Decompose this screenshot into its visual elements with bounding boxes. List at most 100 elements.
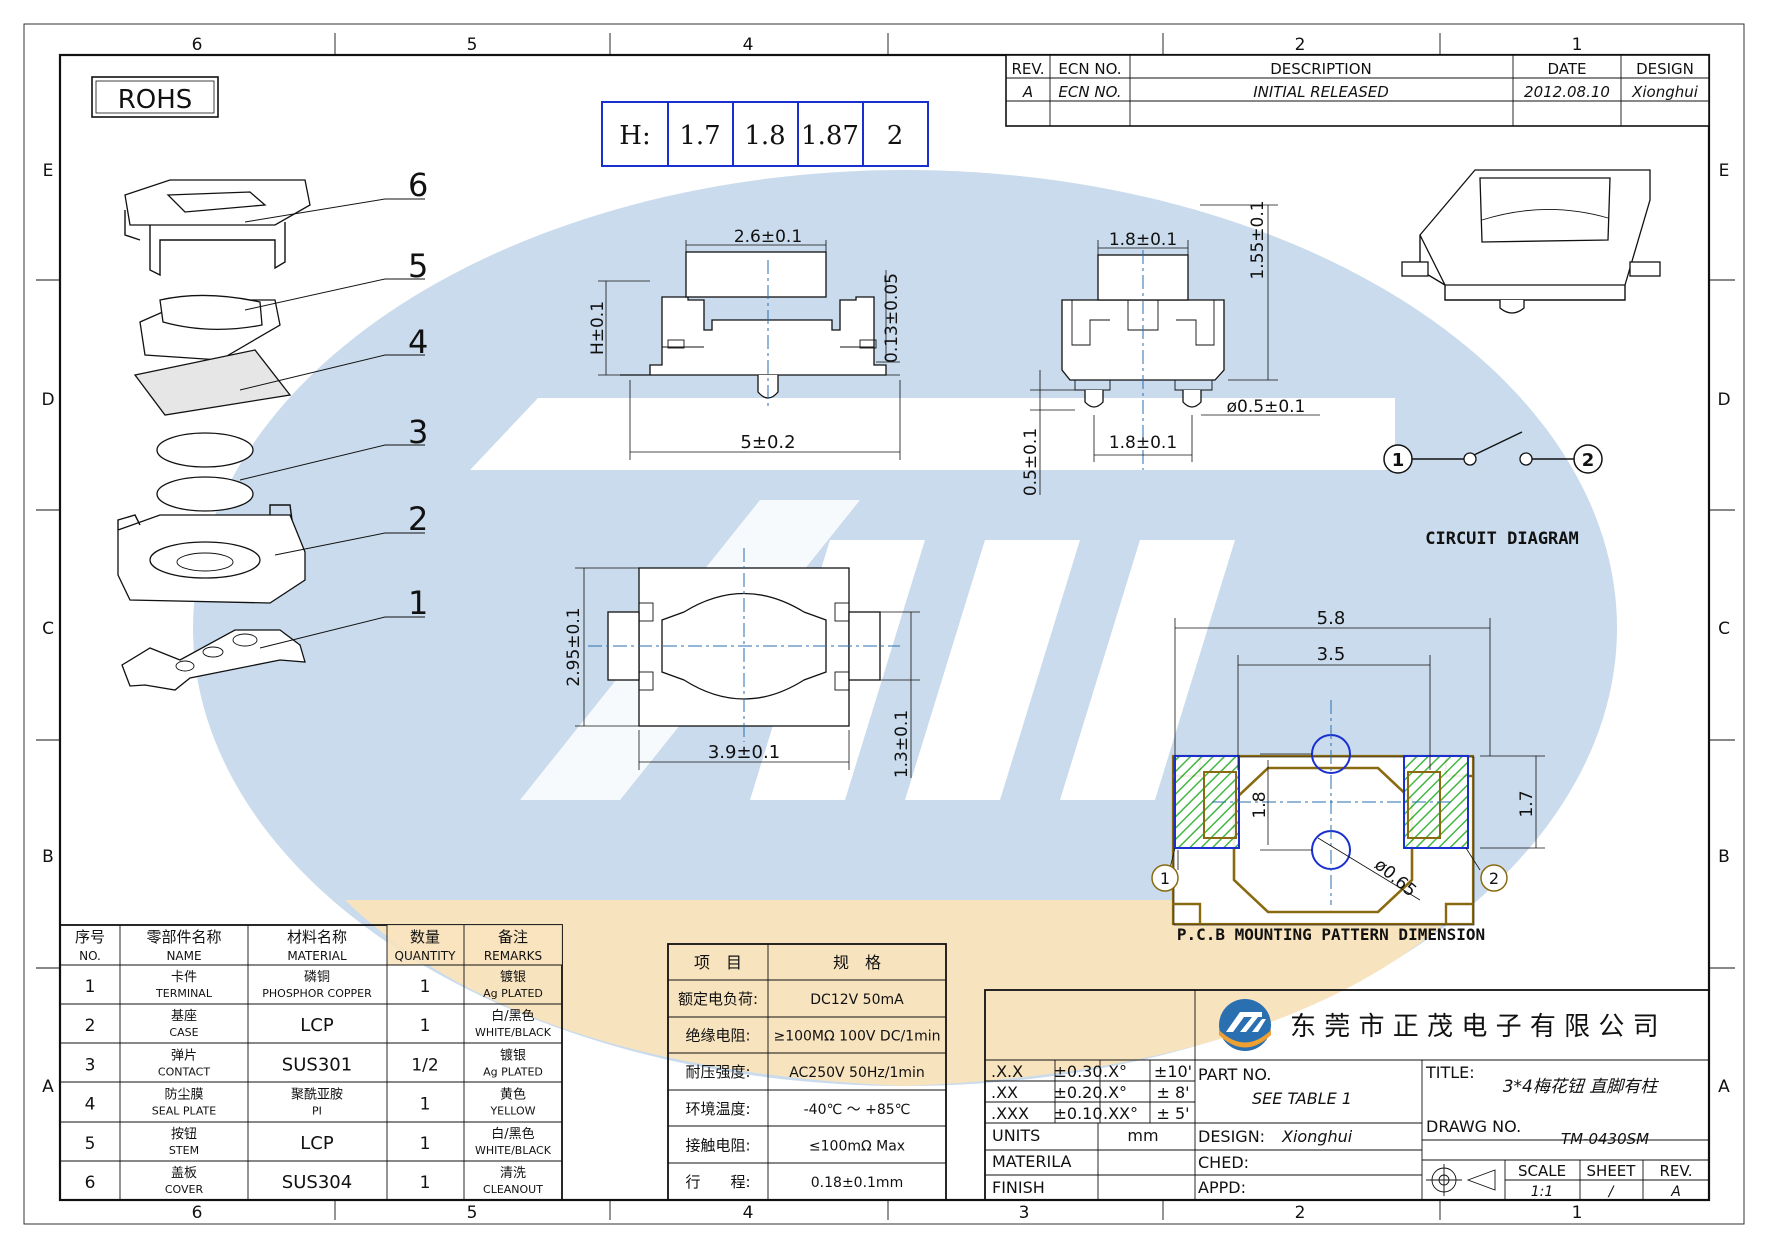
part-case (117, 504, 306, 604)
height-value: 2 (887, 121, 904, 151)
rev-header: DESIGN (1636, 60, 1694, 78)
col-label: 5 (467, 1203, 478, 1223)
pcb-pattern: 5.8 3.5 1.8 1.7 ø0.65 1 2 P.C.B MOUNTING… (1151, 608, 1545, 944)
rev-label: REV. (1660, 1162, 1693, 1180)
materila-label: MATERILA (992, 1152, 1072, 1171)
bom-remark-cn: 白/黑色 (491, 1126, 534, 1142)
bom-name-cn: 防尘膜 (164, 1087, 203, 1103)
height-label: H: (619, 121, 650, 151)
rev-cell: ECN NO. (1058, 83, 1121, 101)
bom-name-cn: 基座 (171, 1009, 197, 1024)
bom-material-cn: 聚酰亚胺 (291, 1088, 343, 1103)
part-contact (156, 476, 254, 512)
height-value: 1.7 (679, 121, 720, 151)
iso-view (1401, 169, 1661, 314)
row-label: E (43, 161, 54, 181)
tolerance-format: .XXX (991, 1104, 1029, 1123)
part-cover (124, 179, 311, 277)
dim-label: 5±0.2 (740, 432, 795, 453)
circuit-node: 2 (1582, 450, 1595, 471)
part-label: 5 (408, 247, 428, 285)
dim-label: 0.5±0.1 (1021, 428, 1041, 496)
height-value: 1.8 (744, 121, 785, 151)
ched-label: CHED: (1198, 1153, 1249, 1172)
tolerance-angle-value: ±10' (1154, 1062, 1192, 1081)
bom-remark-cn: 清洗 (500, 1166, 526, 1181)
dim-label: ø0.5±0.1 (1227, 397, 1306, 417)
title-block: 东 莞 市 正 茂 电 子 有 限 公 司 .X.X±0.30.X°±10'.X… (984, 989, 1710, 1201)
dim-label: 5.8 (1317, 608, 1346, 629)
row-label: D (1717, 390, 1730, 410)
part-label: 2 (408, 500, 428, 538)
finish-label: FINISH (992, 1178, 1045, 1197)
spec-header: 项 目 (694, 953, 742, 972)
scale-label: SCALE (1518, 1162, 1566, 1180)
row-label: C (1718, 619, 1730, 639)
tolerance-angle-format: .X° (1103, 1062, 1127, 1081)
bom-quantity: 1/2 (411, 1055, 438, 1075)
bom-no: 1 (85, 977, 96, 997)
rev-value: A (1670, 1184, 1681, 1200)
dim-label: 3.5 (1317, 644, 1346, 665)
tolerance-value: ±0.20 (1053, 1083, 1102, 1102)
bom-header-en: QUANTITY (395, 949, 457, 963)
col-label: 3 (1019, 1203, 1030, 1223)
bom-no: 5 (85, 1134, 96, 1154)
bom-name-cn: 盖板 (171, 1166, 197, 1181)
bom-quantity: 1 (420, 1134, 431, 1154)
spec-value: 0.18±0.1mm (811, 1175, 903, 1191)
design-value: Xionghui (1281, 1127, 1353, 1146)
bottom-view: 2.95±0.1 3.9±0.1 1.3±0.1 (564, 548, 920, 778)
grid-ticks (36, 33, 1735, 1220)
dim-label: 1.8±0.1 (1109, 230, 1177, 250)
title-value: 3*4梅花钮 直脚有柱 (1503, 1077, 1660, 1097)
bom-remark-cn: 白/黑色 (491, 1008, 534, 1024)
bom-header-en: REMARKS (484, 949, 542, 963)
drawg-value: TM-0430SM (1561, 1130, 1649, 1148)
rohs-label: ROHS (118, 85, 193, 115)
spec-value: DC12V 50mA (810, 992, 904, 1008)
rev-header: DESCRIPTION (1270, 60, 1372, 78)
row-label: E (1719, 161, 1730, 181)
spec-item: 绝缘电阻: (685, 1027, 750, 1045)
spec-value: -40℃ ～ +85℃ (804, 1102, 911, 1118)
spec-value: AC250V 50Hz/1min (789, 1065, 925, 1081)
bom-remark-cn: 镀银 (500, 969, 526, 985)
row-label: B (42, 847, 54, 867)
company-name: 东 莞 市 正 茂 电 子 有 限 公 司 (1290, 1012, 1659, 1042)
bom-header: 序号 (75, 928, 105, 946)
height-table: H: 1.7 1.8 1.87 2 (601, 101, 929, 167)
grid-labels: 6 5 4 2 1 6 5 4 3 2 1 E D C B A E D C B … (41, 35, 1730, 1223)
side-view: 1.8±0.1 1.55±0.1 0.5±0.1 1.8±0.1 ø0.5±0.… (1021, 200, 1320, 496)
bom-remark-en: WHITE/BLACK (475, 1026, 552, 1039)
bom-name-en: COVER (165, 1183, 204, 1196)
part-stem (139, 294, 281, 361)
bom-quantity: 1 (420, 1173, 431, 1193)
col-label: 2 (1295, 1203, 1306, 1223)
company-logo (1219, 999, 1271, 1051)
bom-header: 数量 (410, 928, 440, 946)
col-label: 1 (1572, 1203, 1583, 1223)
bom-header-en: NAME (166, 949, 201, 963)
col-label: 4 (743, 1203, 754, 1223)
bom-name-en: CONTACT (158, 1065, 210, 1078)
part-label: 6 (408, 166, 428, 204)
spec-item: 接触电阻: (685, 1136, 750, 1154)
front-view: 2.6±0.1 H±0.1 0.13±0.05 5±0.2 (588, 227, 902, 460)
part-no-value: SEE TABLE 1 (1252, 1089, 1352, 1108)
sheet-label: SHEET (1587, 1162, 1637, 1180)
rohs-box (91, 76, 219, 118)
spec-header: 规 格 (833, 953, 881, 972)
tolerance-angle-format: .X° (1103, 1083, 1127, 1102)
bom-name-cn: 按钮 (171, 1127, 197, 1142)
spec-item: 额定电负荷: (678, 990, 758, 1008)
bom-no: 4 (85, 1095, 96, 1115)
circuit-node: 1 (1392, 450, 1405, 471)
bom-material: LCP (300, 1015, 334, 1036)
dim-label: H±0.1 (588, 301, 608, 355)
col-label: 5 (467, 35, 478, 55)
bom-remark-cn: 镀银 (500, 1047, 526, 1063)
spec-value: ≤100mΩ Max (809, 1138, 905, 1154)
